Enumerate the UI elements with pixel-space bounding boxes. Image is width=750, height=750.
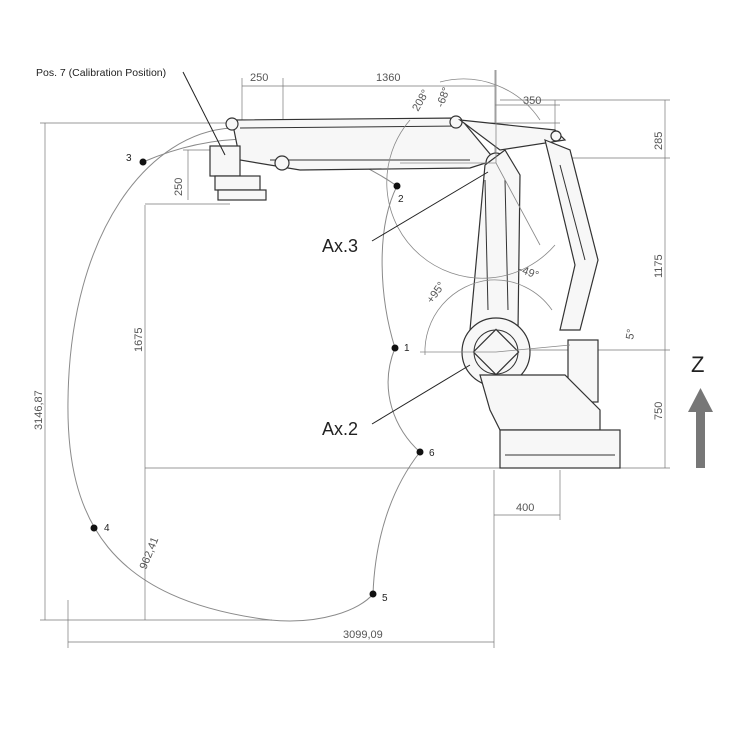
angle-68: -68° <box>435 86 453 109</box>
z-axis-arrow: Z <box>688 352 713 468</box>
dimension-labels: 250 1360 350 250 285 1175 750 1675 3146,… <box>33 72 665 641</box>
axis-2-label: Ax.2 <box>322 419 358 439</box>
position-6-label: 6 <box>429 448 435 459</box>
dim-left-3146: 3146,87 <box>33 390 45 430</box>
position-1: 1 <box>391 343 410 354</box>
position-5-label: 5 <box>382 593 388 604</box>
angle-49: -49° <box>517 264 540 282</box>
position-3: 3 <box>126 153 147 166</box>
position-4: 4 <box>90 523 110 534</box>
work-envelope <box>67 127 421 622</box>
dim-base-400: 400 <box>516 502 534 514</box>
angle-208: 208° <box>410 88 432 114</box>
dim-top-250: 250 <box>250 72 268 84</box>
position-6: 6 <box>416 448 435 459</box>
dim-tool-250: 250 <box>173 178 185 196</box>
calibration-position-label: Pos. 7 (Calibration Position) <box>36 67 166 79</box>
dim-right-750: 750 <box>653 402 665 420</box>
position-2-label: 2 <box>398 194 404 205</box>
axis-3-label: Ax.3 <box>322 236 358 256</box>
dim-top-350: 350 <box>523 95 541 107</box>
position-3-label: 3 <box>126 153 132 164</box>
dim-right-285: 285 <box>653 132 665 150</box>
position-4-label: 4 <box>104 523 110 534</box>
position-1-label: 1 <box>404 343 410 354</box>
dim-top-1360: 1360 <box>376 72 400 84</box>
annotation-leaders <box>182 71 489 425</box>
position-points: 1 2 3 4 5 6 <box>90 153 435 604</box>
position-5: 5 <box>369 590 388 604</box>
z-axis-label: Z <box>691 352 704 377</box>
position-2: 2 <box>393 182 404 205</box>
dim-bottom-3099: 3099,09 <box>343 629 383 641</box>
dim-diag-962: 962,41 <box>138 535 162 571</box>
robot-arm <box>209 115 621 469</box>
angle-95: +95° <box>425 280 448 306</box>
dim-right-1175: 1175 <box>653 254 665 278</box>
angle-5: 5° <box>624 328 638 340</box>
dim-left-1675: 1675 <box>133 328 145 352</box>
